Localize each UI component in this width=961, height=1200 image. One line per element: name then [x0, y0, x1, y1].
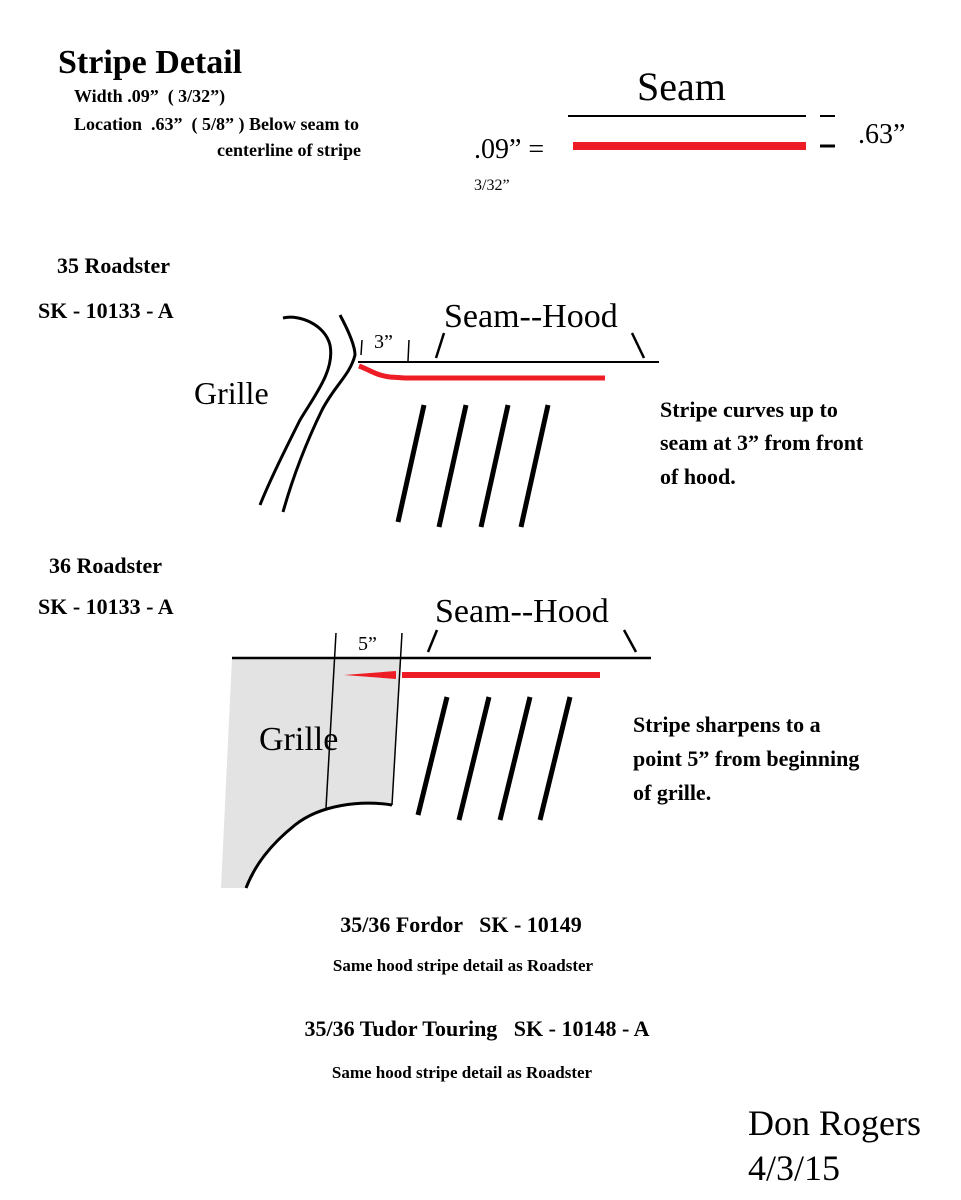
bracket-line: [630, 332, 646, 359]
tudor-note: Same hood stripe detail as Roadster: [332, 1063, 593, 1082]
dimension-tick: [407, 339, 410, 362]
note-line: of grille.: [633, 780, 711, 805]
note-line: Stripe sharpens to a: [633, 712, 821, 737]
width-fraction: 3/32”: [474, 177, 510, 194]
dimension-label: 5”: [358, 633, 377, 655]
dimension-tick: [360, 339, 363, 356]
section-title: 36 Roadster: [49, 553, 162, 578]
stripe-taper: [344, 671, 396, 679]
author-date: 4/3/15: [748, 1148, 840, 1188]
grille-label: Grille: [194, 375, 269, 411]
grille-outline: [258, 315, 333, 506]
fordor-note: Same hood stripe detail as Roadster: [333, 956, 594, 975]
bracket-line: [622, 629, 638, 653]
tudor-title: 35/36 Tudor Touring SK - 10148 - A: [305, 1016, 650, 1041]
width-label: .09” =: [474, 134, 544, 165]
width-spec: Width .09” ( 3/32”): [74, 86, 225, 107]
location-spec-cont: centerline of stripe: [217, 140, 361, 160]
grille-outline: [244, 801, 393, 889]
dimension-line: [325, 632, 337, 809]
seam-label: Seam: [637, 64, 726, 109]
roadster-35-section: 35 Roadster SK - 10133 - A Grille Seam--…: [38, 253, 864, 528]
seam-hood-label: Seam--Hood: [444, 298, 618, 335]
dimension-label: 3”: [374, 331, 393, 353]
note-line: Stripe curves up to: [660, 397, 838, 422]
bracket-line: [434, 332, 446, 359]
bracket-line: [426, 629, 439, 653]
sk-number: SK - 10133 - A: [38, 298, 174, 323]
grille-shape: [221, 658, 401, 888]
stripe-line: [358, 363, 605, 381]
offset-label: .63”: [858, 119, 905, 150]
dimension-line: [391, 632, 403, 806]
fordor-title: 35/36 Fordor SK - 10149: [340, 912, 582, 937]
note-line: point 5” from beginning: [633, 746, 859, 771]
location-spec: Location .63” ( 5/8” ) Below seam to: [74, 114, 359, 135]
stripe-legend: Seam .63” .09” = 3/32”: [474, 64, 905, 194]
sk-number: SK - 10133 - A: [38, 594, 174, 619]
hood-louvers: [395, 404, 551, 528]
hood-louvers: [415, 696, 573, 821]
note-line: of hood.: [660, 464, 736, 489]
roadster-36-section: 36 Roadster SK - 10133 - A Grille Seam--…: [38, 553, 859, 889]
grille-label: Grille: [259, 721, 338, 758]
note-line: seam at 3” from front: [660, 430, 864, 455]
seam-hood-label: Seam--Hood: [435, 593, 609, 630]
author-name: Don Rogers: [748, 1103, 921, 1143]
grille-outline: [281, 314, 357, 513]
page-title: Stripe Detail: [58, 44, 242, 81]
section-title: 35 Roadster: [57, 253, 170, 278]
